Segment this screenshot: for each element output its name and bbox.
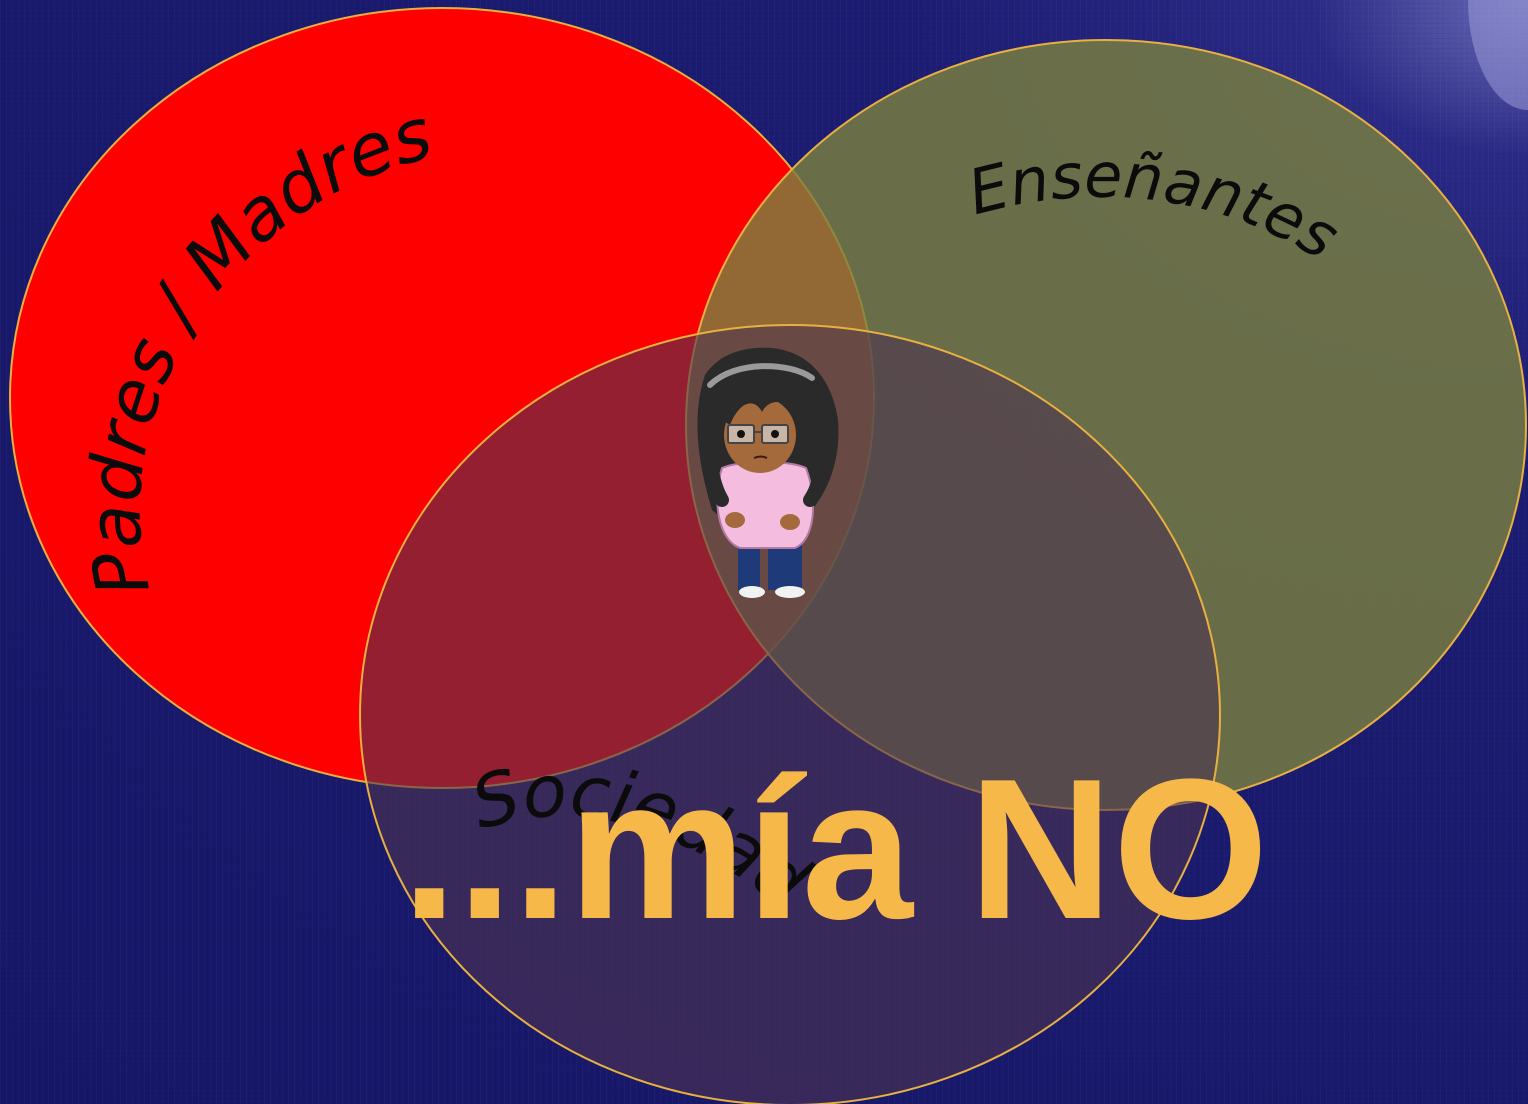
overlay-text: ...mía NO — [402, 738, 1269, 961]
society-circle — [359, 324, 1221, 1104]
pink-sweater — [716, 461, 815, 549]
corner-glow — [1468, 0, 1528, 110]
face — [724, 397, 796, 473]
girl-with-glasses-character — [697, 347, 839, 598]
